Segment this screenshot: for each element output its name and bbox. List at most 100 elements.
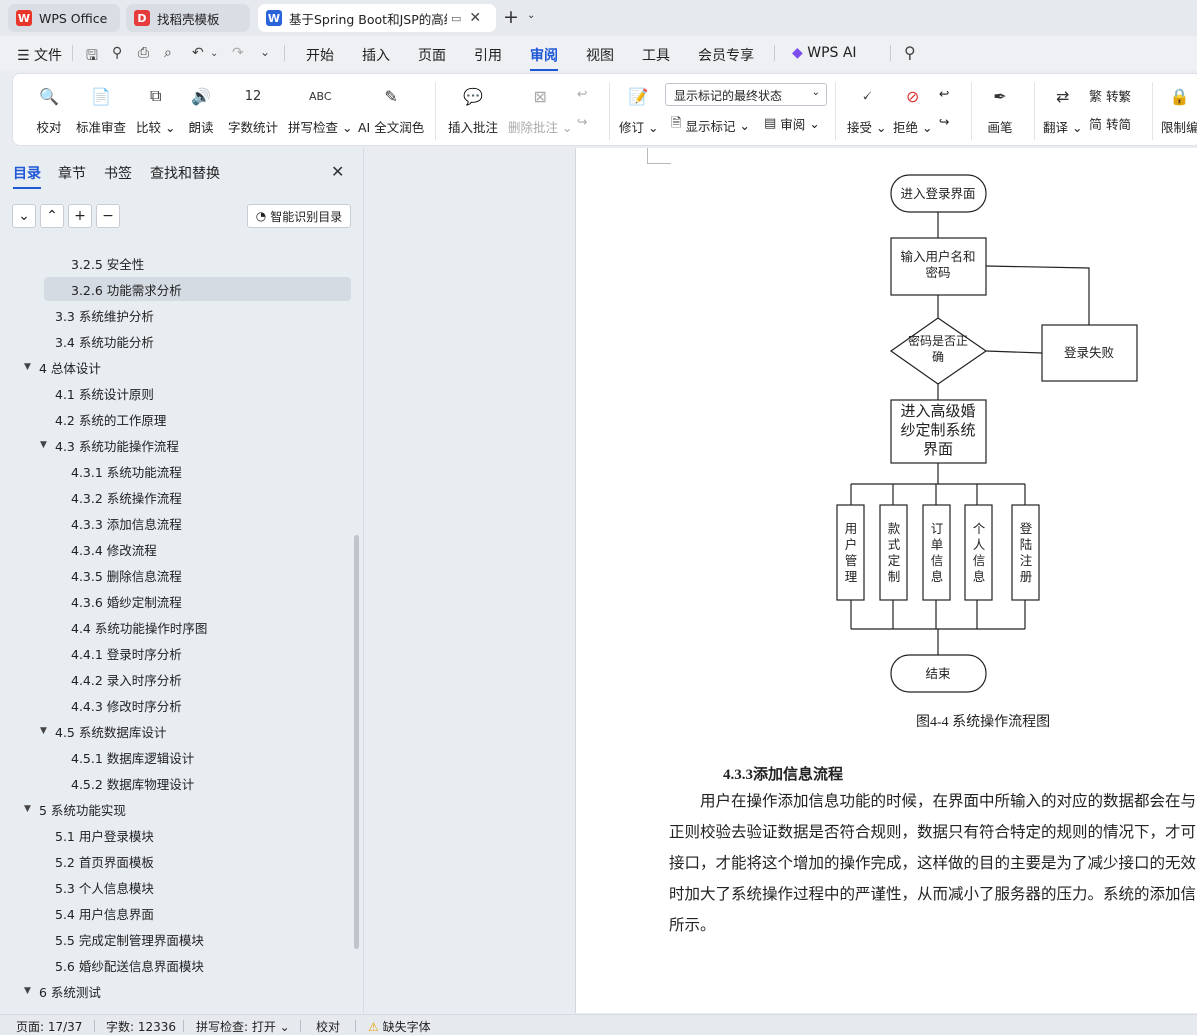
expand-caret-icon[interactable]: ▼: [24, 362, 31, 372]
accept-button[interactable]: 🗸接受 ⌄: [847, 82, 886, 136]
toc-item-label: 3.4 系统功能分析: [55, 334, 154, 350]
document-page[interactable]: 进入登录界面 输入用户名和 密码 密码是否正 确 登录失败 进入高级婚 纱定制系…: [575, 148, 1197, 1013]
pen-button[interactable]: ✒画笔: [986, 82, 1014, 136]
menu-references[interactable]: 引用: [474, 48, 502, 64]
page-indicator[interactable]: 页面: 17/37: [16, 1020, 83, 1034]
close-icon[interactable]: ✕: [331, 162, 345, 181]
paragraph-line: 接口，才能将这个增加的操作完成，这样做的目的主要是为了减少接口的无效: [669, 855, 1197, 872]
track-changes-label: 修订 ⌄: [619, 120, 659, 135]
divider: [774, 45, 775, 61]
redo-icon[interactable]: ↷: [232, 45, 244, 61]
standard-review-button[interactable]: 📄标准审查: [76, 82, 126, 136]
proofread-status[interactable]: 校对: [316, 1020, 341, 1034]
track-changes-button[interactable]: 📝修订 ⌄: [619, 82, 658, 136]
format-painter-icon[interactable]: ⚲: [112, 45, 123, 61]
smart-toc-button[interactable]: ◔智能识别目录: [247, 204, 351, 228]
add-heading-button[interactable]: +: [68, 204, 92, 228]
menu-view[interactable]: 视图: [586, 48, 614, 64]
divider: [183, 1020, 184, 1032]
menu-page[interactable]: 页面: [418, 48, 446, 64]
menu-insert[interactable]: 插入: [362, 48, 390, 64]
menu-wps-ai[interactable]: ◆ WPS AI: [792, 45, 857, 61]
tab-docer-templates[interactable]: D 找稻壳模板: [126, 4, 250, 32]
previous-comment-icon[interactable]: ↩: [577, 86, 588, 101]
menu-member[interactable]: 会员专享: [698, 48, 754, 64]
toc-item-label: 4 总体设计: [39, 360, 101, 376]
print-preview-icon[interactable]: ⌕: [164, 45, 172, 61]
read-aloud-button[interactable]: 🔊朗读: [187, 82, 215, 136]
next-change-icon[interactable]: ↪: [939, 114, 950, 129]
next-comment-icon[interactable]: ↪: [577, 114, 588, 129]
expand-caret-icon[interactable]: ▼: [40, 726, 47, 736]
chevron-down-icon[interactable]: ⌄: [210, 48, 219, 59]
tab-wps-office[interactable]: W WPS Office: [8, 4, 120, 32]
spell-check-icon: ABC: [308, 89, 332, 103]
markup-mode-select[interactable]: 显示标记的最终状态⌄: [665, 83, 827, 106]
nav-tab-bookmarks[interactable]: 书签: [104, 166, 132, 182]
insert-comment-button[interactable]: 💬插入批注: [448, 82, 498, 136]
traditional-chinese-icon: 繁: [1089, 90, 1103, 105]
nav-scrollbar[interactable]: [354, 535, 359, 949]
divider: [1152, 82, 1153, 140]
previous-change-icon[interactable]: ↩: [939, 86, 950, 101]
expand-caret-icon[interactable]: ▼: [24, 986, 31, 996]
delete-comment-icon: ⊠: [533, 86, 547, 106]
toc-item-label: 5.6 婚纱配送信息界面模块: [55, 958, 204, 974]
read-aloud-icon: 🔊: [191, 86, 211, 106]
expand-up-button[interactable]: ⌃: [40, 204, 64, 228]
nav-tab-find-replace[interactable]: 查找和替换: [150, 166, 220, 182]
spell-check-status[interactable]: 拼写检查: 打开 ⌄: [196, 1020, 290, 1034]
to-traditional-button[interactable]: 繁转繁: [1089, 86, 1131, 105]
missing-font-status[interactable]: ⚠ 缺失字体: [368, 1020, 431, 1034]
toc-item-label: 4.4.1 登录时序分析: [71, 646, 182, 662]
word-count-label: 字数统计: [228, 120, 279, 135]
menu-home[interactable]: 开始: [306, 48, 334, 64]
divider: [72, 45, 73, 61]
search-icon[interactable]: ⚲: [904, 43, 916, 62]
translate-label: 翻译 ⌄: [1043, 120, 1083, 135]
to-simplified-button[interactable]: 简转简: [1089, 114, 1131, 133]
flow-module-label: 陆: [1020, 537, 1033, 552]
translate-button[interactable]: ⇄翻译 ⌄: [1043, 82, 1082, 136]
menu-tools[interactable]: 工具: [642, 48, 670, 64]
chevron-down-icon[interactable]: ⌄: [260, 45, 271, 59]
review-pane-button[interactable]: ▤审阅 ⌄: [764, 116, 820, 132]
nav-tab-sections[interactable]: 章节: [58, 166, 86, 182]
monitor-icon[interactable]: ▭: [451, 11, 462, 25]
show-markup-button[interactable]: 🗎显示标记 ⌄: [671, 114, 750, 136]
expand-caret-icon[interactable]: ▼: [24, 804, 31, 814]
wps-logo-icon: W: [16, 10, 32, 26]
menu-review[interactable]: 审阅: [530, 45, 558, 71]
delete-comment-button[interactable]: ⊠删除批注 ⌄: [508, 82, 572, 136]
print-icon[interactable]: ⎙: [138, 45, 150, 61]
word-count-status[interactable]: 字数: 12336: [106, 1020, 177, 1034]
undo-icon[interactable]: ↶: [192, 45, 204, 61]
reject-button[interactable]: ⊘拒绝 ⌄: [893, 82, 932, 136]
chevron-down-icon[interactable]: ⌄: [527, 10, 536, 21]
collapse-all-button[interactable]: ⌄: [12, 204, 36, 228]
tab-current-document[interactable]: W 基于Spring Boot和JSP的高级 ▭ ✕: [258, 4, 496, 32]
flow-module-label: 单: [931, 537, 944, 552]
remove-heading-button[interactable]: −: [96, 204, 120, 228]
document-area: 进入登录界面 输入用户名和 密码 密码是否正 确 登录失败 进入高级婚 纱定制系…: [365, 148, 1197, 1013]
toc-item-label: 4.3.3 添加信息流程: [71, 516, 182, 532]
new-tab-icon[interactable]: +: [503, 6, 519, 28]
proofread-button[interactable]: 🔍校对: [35, 82, 63, 136]
paragraph-line: 所示。: [669, 917, 716, 934]
toc-item-label: 5.5 完成定制管理界面模块: [55, 932, 204, 948]
toc-item[interactable]: 3.2.6 功能需求分析: [44, 277, 351, 301]
compare-button[interactable]: ⧉比较 ⌄: [136, 82, 175, 136]
expand-caret-icon[interactable]: ▼: [40, 440, 47, 450]
divider: [355, 1020, 356, 1032]
word-count-icon: 12: [244, 88, 262, 104]
nav-tab-toc[interactable]: 目录: [13, 163, 41, 189]
ai-polish-button[interactable]: ✎AI 全文润色: [358, 82, 424, 136]
word-count-button[interactable]: 12 字数统计: [228, 82, 278, 136]
save-icon[interactable]: 🖫: [86, 48, 98, 64]
flow-end-label: 结束: [925, 666, 951, 681]
restrict-edit-button[interactable]: 🔒限制编: [1161, 82, 1197, 136]
file-menu[interactable]: ☰ 文件: [17, 45, 62, 65]
close-tab-icon[interactable]: ✕: [469, 10, 482, 26]
flow-module-label: 款: [888, 521, 901, 536]
